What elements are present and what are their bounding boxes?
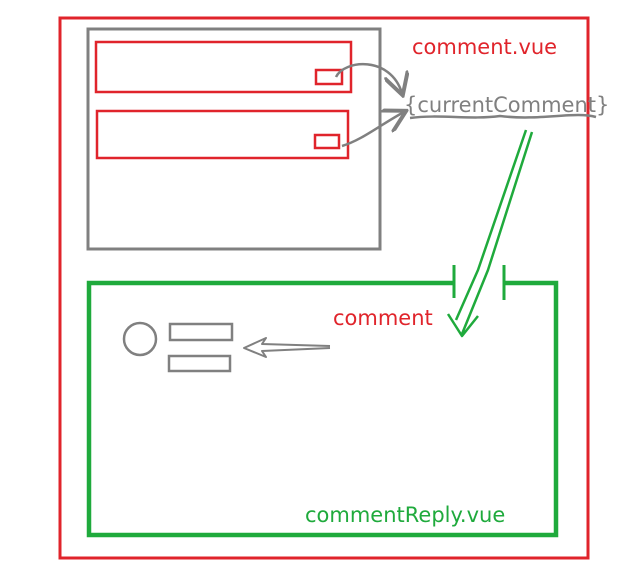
- comment-reply-vue-box: [86, 280, 559, 538]
- avatar-circle: [122, 321, 158, 357]
- comment-to-reply-arrow: [243, 337, 331, 358]
- comment-list-container: [86, 27, 382, 251]
- comment-item-1: [94, 40, 353, 94]
- arrow-item-2-to-current: [341, 112, 404, 148]
- current-comment-underline: [409, 113, 597, 120]
- current-comment-label: {currentComment}: [404, 93, 609, 117]
- reply-line-2: [167, 354, 232, 373]
- prop-pass-arrow: [446, 129, 534, 338]
- comment-prop-label: comment: [333, 306, 433, 330]
- comment-item-2: [95, 109, 350, 160]
- reply-line-1: [168, 322, 234, 342]
- comment-reply-vue-label: commentReply.vue: [305, 503, 505, 527]
- comment-vue-box: [58, 16, 590, 560]
- comment-vue-label: comment.vue: [412, 35, 557, 59]
- arrow-item-1-to-current: [334, 62, 402, 93]
- comment-item-1-button: [314, 68, 344, 86]
- comment-item-2-button: [313, 133, 341, 150]
